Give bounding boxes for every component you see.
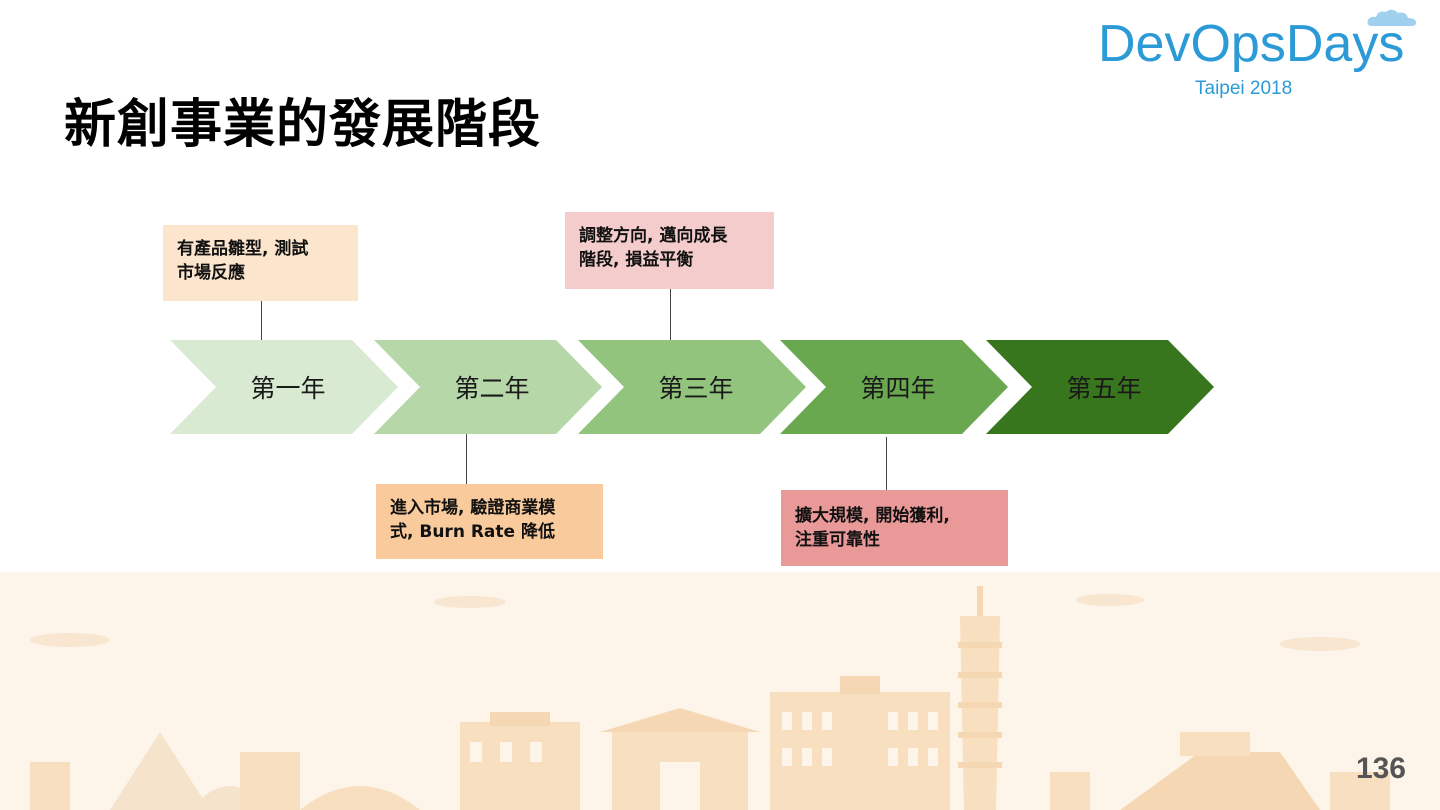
callout-year1-line2: 市場反應 <box>177 263 245 283</box>
slide-title: 新創事業的發展階段 <box>64 95 542 155</box>
callout-year2: 進入市場, 驗證商業模 式, Burn Rate 降低 <box>376 484 603 559</box>
logo-subtitle: Taipei 2018 <box>1195 78 1293 99</box>
stage-label-5: 第五年 <box>1066 374 1142 403</box>
callout-year3-line2: 階段, 損益平衡 <box>579 250 694 270</box>
callout-year1: 有產品雛型, 測試 市場反應 <box>163 225 358 301</box>
callout-year3-line1: 調整方向, 邁向成長 <box>579 226 728 246</box>
connector-year3 <box>670 288 671 340</box>
devopsdays-logo: DevOpsDays Taipei 2018 <box>1098 8 1428 99</box>
callout-year2-line2: 式, Burn Rate 降低 <box>390 522 555 542</box>
callout-year4-line1: 擴大規模, 開始獲利, <box>795 506 950 526</box>
taipei-skyline-illustration <box>0 572 1440 810</box>
stage-label-1: 第一年 <box>250 374 326 403</box>
stage-label-2: 第二年 <box>454 374 530 403</box>
page-number: 136 <box>1355 752 1406 785</box>
connector-year4 <box>886 437 887 490</box>
callout-year1-line1: 有產品雛型, 測試 <box>177 239 309 259</box>
callout-year4: 擴大規模, 開始獲利, 注重可靠性 <box>781 490 1008 566</box>
callout-year2-line1: 進入市場, 驗證商業模 <box>390 498 556 518</box>
cloud-icon <box>1367 9 1416 27</box>
connector-year1 <box>261 300 262 340</box>
stage-label-4: 第四年 <box>860 374 936 403</box>
stage-label-3: 第三年 <box>658 374 734 403</box>
logo-wordmark: DevOpsDays <box>1098 15 1405 73</box>
callout-year4-line2: 注重可靠性 <box>795 530 880 550</box>
callout-year3: 調整方向, 邁向成長 階段, 損益平衡 <box>565 212 774 289</box>
connector-year2 <box>466 434 467 484</box>
